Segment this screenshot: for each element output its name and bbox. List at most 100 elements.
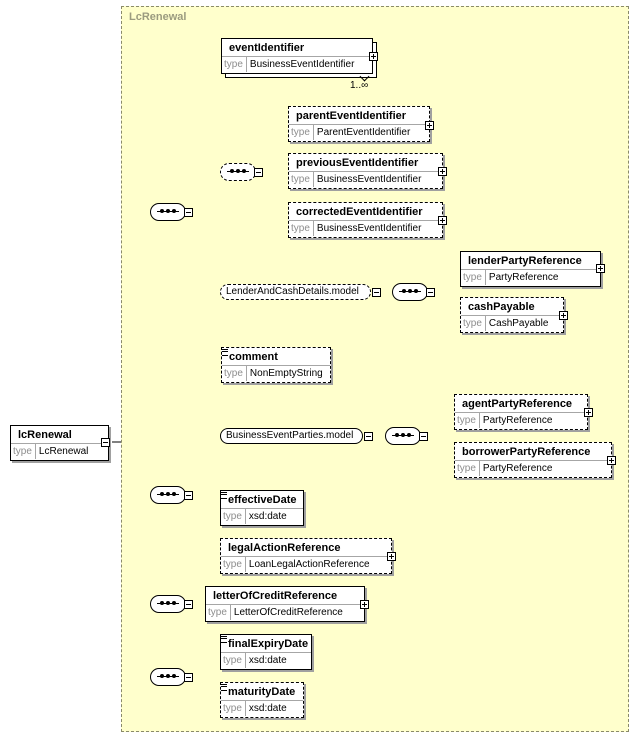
element-type: PartyReference	[488, 272, 559, 283]
element-name: finalExpiryDate	[228, 638, 309, 650]
element-type: BusinessEventIdentifier	[316, 174, 422, 185]
sequence-compositor[interactable]	[150, 595, 186, 613]
type-keyword: type	[206, 605, 231, 620]
element-type: PartyReference	[482, 415, 553, 426]
simple-type-icon	[222, 349, 228, 356]
sequence-icon	[157, 601, 179, 606]
element-type: NonEmptyString	[249, 368, 323, 379]
element-name: legalActionReference	[228, 542, 341, 554]
element-name: lcRenewal	[18, 429, 72, 441]
element-type: ParentEventIdentifier	[316, 127, 411, 138]
element-name: parentEventIdentifier	[296, 110, 407, 122]
collapse-icon[interactable]	[426, 288, 435, 297]
complex-type-title: LcRenewal	[129, 11, 187, 23]
element-type: BusinessEventIdentifier	[249, 59, 355, 70]
collapse-icon[interactable]	[101, 438, 110, 447]
expand-icon[interactable]	[387, 552, 396, 561]
optional-sequence-compositor[interactable]	[220, 163, 256, 181]
element-name: effectiveDate	[228, 494, 297, 506]
collapse-icon[interactable]	[254, 168, 263, 177]
collapse-icon[interactable]	[184, 600, 193, 609]
expand-icon[interactable]	[559, 311, 568, 320]
element-name: agentPartyReference	[462, 398, 573, 410]
element-name: comment	[229, 351, 278, 363]
type-keyword: type	[461, 316, 486, 331]
element-name: eventIdentifier	[229, 42, 305, 54]
expand-icon[interactable]	[425, 121, 434, 130]
sequence-icon	[157, 674, 179, 679]
sequence-compositor[interactable]	[392, 283, 428, 301]
collapse-icon[interactable]	[419, 432, 428, 441]
sequence-compositor[interactable]	[150, 486, 186, 504]
type-keyword: type	[455, 413, 480, 428]
type-keyword: type	[221, 509, 246, 524]
occurrence-label: 1..∞	[350, 80, 369, 91]
sequence-icon	[399, 289, 421, 294]
type-keyword: type	[222, 57, 247, 72]
collapse-icon[interactable]	[364, 432, 373, 441]
collapse-icon[interactable]	[184, 208, 193, 217]
element-name: correctedEventIdentifier	[296, 206, 423, 218]
sequence-icon	[157, 492, 179, 497]
element-name: borrowerPartyReference	[462, 446, 591, 458]
type-keyword: type	[222, 366, 247, 381]
type-keyword: type	[11, 444, 36, 459]
collapse-icon[interactable]	[372, 288, 381, 297]
expand-icon[interactable]	[584, 408, 593, 417]
expand-icon[interactable]	[438, 167, 447, 176]
expand-icon[interactable]	[438, 216, 447, 225]
element-type: LcRenewal	[38, 446, 89, 457]
expand-icon[interactable]	[596, 264, 605, 273]
sequence-icon	[157, 209, 179, 214]
group-lender-and-cash-details[interactable]: LenderAndCashDetails.model	[220, 284, 371, 300]
sequence-compositor[interactable]	[385, 427, 421, 445]
collapse-icon[interactable]	[184, 491, 193, 500]
simple-type-icon	[221, 636, 227, 643]
sequence-compositor[interactable]	[150, 203, 186, 221]
expand-icon[interactable]	[360, 600, 369, 609]
sequence-compositor[interactable]	[150, 668, 186, 686]
element-type: LoanLegalActionReference	[248, 559, 370, 570]
expand-icon[interactable]	[369, 52, 378, 61]
element-type: PartyReference	[482, 463, 553, 474]
collapse-icon[interactable]	[184, 673, 193, 682]
type-keyword: type	[289, 172, 314, 187]
element-name: maturityDate	[228, 686, 296, 698]
type-keyword: type	[289, 125, 314, 140]
simple-type-icon	[221, 492, 227, 499]
expand-icon[interactable]	[607, 456, 616, 465]
type-keyword: type	[221, 701, 246, 716]
element-type: xsd:date	[248, 511, 287, 522]
group-business-event-parties[interactable]: BusinessEventParties.model	[220, 428, 363, 444]
simple-type-icon	[221, 684, 227, 691]
sequence-icon	[227, 169, 249, 174]
